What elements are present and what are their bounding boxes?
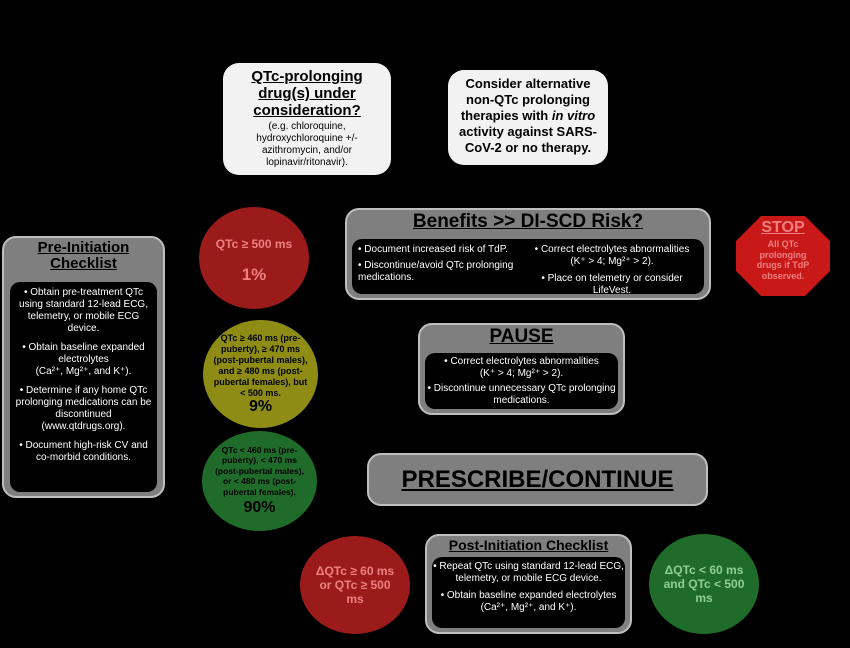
- red-circle-pct: 1%: [241, 265, 267, 284]
- green-risk-circle: QTc < 460 ms (pre-puberty), < 470 ms (po…: [202, 431, 317, 531]
- red-circle-label: QTc ≥ 500 ms: [215, 237, 293, 251]
- prescribe-title: PRESCRIBE/CONTINUE: [401, 465, 674, 493]
- benefits-item: • Document increased risk of TdP.: [358, 244, 508, 255]
- benefits-right-sub: (K⁺ > 4; Mg²⁺ > 2).: [570, 256, 654, 267]
- post-red-label: ΔQTc ≥ 60 ms or QTc ≥ 500 ms: [315, 564, 395, 606]
- pre-checklist-item: • Obtain pre-treatment QTc using standar…: [19, 287, 148, 334]
- benefits-left-column: • Document increased risk of TdP. • Disc…: [358, 244, 520, 284]
- green-circle-label: QTc < 460 ms (pre-puberty), < 470 ms (po…: [215, 444, 304, 497]
- post-red-circle: ΔQTc ≥ 60 ms or QTc ≥ 500 ms: [300, 536, 410, 634]
- post-initiation-checklist: Post-Initiation Checklist • Repeat QTc u…: [425, 534, 632, 634]
- post-checklist-content: • Repeat QTc using standard 12-lead ECG,…: [432, 557, 625, 628]
- pause-item: • Correct electrolytes abnormalities(K⁺ …: [444, 356, 599, 379]
- stop-sign: STOP All QTc prolonging drugs if TdP obs…: [739, 219, 827, 295]
- yellow-risk-circle: QTc ≥ 460 ms (pre-puberty), ≥ 470 ms (po…: [203, 320, 318, 428]
- stop-sign-icon: [736, 216, 830, 296]
- benefits-item: • Correct electrolytes abnormalities(K⁺ …: [534, 244, 690, 267]
- benefits-content: • Document increased risk of TdP. • Disc…: [352, 239, 704, 297]
- pre-checklist-title: Pre-Initiation Checklist: [37, 239, 130, 272]
- stop-title: STOP: [761, 219, 805, 236]
- question-box: QTc-prolonging drug(s) under considerati…: [223, 63, 391, 175]
- post-checklist-title: Post-Initiation Checklist: [448, 537, 609, 553]
- pre-checklist-item: • Obtain baseline expanded electrolytes(…: [22, 342, 145, 377]
- benefits-title: Benefits >> DI-SCD Risk?: [412, 211, 644, 232]
- pre-initiation-checklist: Pre-Initiation Checklist • Obtain pre-tr…: [2, 236, 165, 498]
- pause-box: PAUSE • Correct electrolytes abnormaliti…: [418, 323, 625, 415]
- pause-sub: (K⁺ > 4; Mg²⁺ > 2).: [479, 368, 564, 379]
- alternative-therapies-box: Consider alternative non-QTc prolonging …: [448, 70, 608, 165]
- electrolytes-line: (Ca²⁺, Mg²⁺, and K⁺).: [35, 366, 132, 377]
- pre-checklist-item: • Document high-risk CV and co-morbid co…: [19, 440, 148, 463]
- post-checklist-item: • Repeat QTc using standard 12-lead ECG,…: [433, 561, 624, 584]
- question-title: QTc-prolonging drug(s) under considerati…: [251, 68, 363, 119]
- post-checklist-item: • Obtain baseline expanded electrolytes …: [440, 590, 617, 613]
- post-green-label: ΔQTc < 60 ms and QTc < 500 ms: [663, 563, 745, 605]
- benefits-right-column: • Correct electrolytes abnormalities(K⁺ …: [524, 244, 700, 297]
- prescribe-continue-box: PRESCRIBE/CONTINUE: [367, 453, 708, 506]
- alternative-text-italic: in vitro: [551, 108, 596, 123]
- pre-checklist-content: • Obtain pre-treatment QTc using standar…: [10, 282, 157, 492]
- benefits-item: • Place on telemetry or consider LifeVes…: [541, 273, 683, 296]
- alternative-text-before: Consider alternative non-QTc prolonging …: [460, 76, 591, 123]
- green-circle-pct: 90%: [243, 499, 276, 517]
- pause-item: • Discontinue unnecessary QTc prolonging…: [427, 383, 616, 406]
- post-green-circle: ΔQTc < 60 ms and QTc < 500 ms: [649, 534, 759, 634]
- alternative-text-after: activity against SARS-CoV-2 or no therap…: [459, 124, 597, 155]
- benefits-box: Benefits >> DI-SCD Risk? • Document incr…: [345, 208, 711, 300]
- pause-content: • Correct electrolytes abnormalities(K⁺ …: [425, 353, 618, 409]
- yellow-circle-pct: 9%: [248, 398, 273, 415]
- yellow-circle-label: QTc ≥ 460 ms (pre-puberty), ≥ 470 ms (po…: [213, 333, 308, 398]
- pause-title: PAUSE: [489, 326, 554, 347]
- stop-text: All QTc prolonging drugs if TdP observed…: [756, 239, 810, 281]
- question-examples: (e.g. chloroquine, hydroxychloroquine +/…: [256, 121, 358, 168]
- benefits-item: • Discontinue/avoid QTc prolonging medic…: [358, 260, 514, 283]
- red-risk-circle: QTc ≥ 500 ms 1%: [199, 207, 309, 309]
- pre-checklist-item: • Determine if any home QTc prolonging m…: [15, 385, 152, 432]
